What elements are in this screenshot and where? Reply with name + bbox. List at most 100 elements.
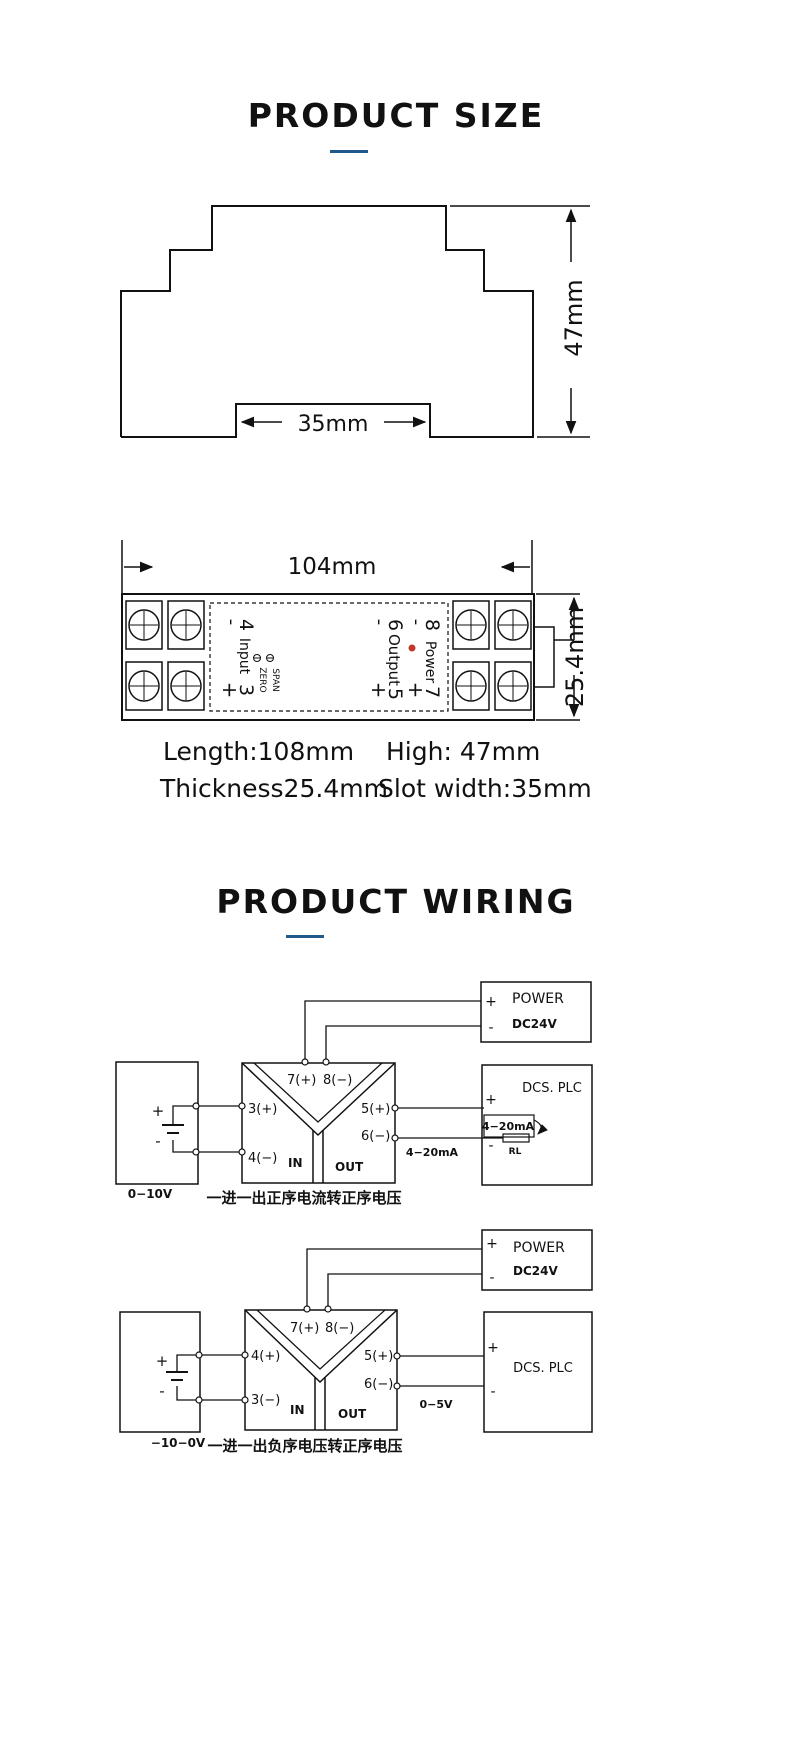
source-plus: +: [156, 1352, 169, 1370]
wiring-diagram-2: + - POWER DC24V 7(+) 8(−) 4(+) 3(−) 5(+)…: [119, 1229, 593, 1455]
pin-8-label: 8(−): [323, 1073, 352, 1088]
terminal-screw: [452, 600, 490, 650]
power-minus-sign: -: [406, 619, 427, 626]
height-dimension: [450, 205, 590, 438]
spec-high: High: 47mm: [386, 737, 541, 766]
load-resistor-icon: [502, 1133, 530, 1143]
power-pin-8: 8: [421, 619, 443, 631]
pin-in-pos-label: 3(+): [248, 1102, 277, 1117]
source-minus: -: [155, 1132, 160, 1150]
zero-label: ZERO: [257, 667, 267, 692]
power-plus-terminal: +: [485, 994, 497, 1010]
terminal-screw: [167, 661, 205, 711]
length-dimension-label: 104mm: [288, 554, 377, 580]
product-size-title: PRODUCT SIZE: [247, 96, 545, 135]
power-label: Power: [422, 641, 438, 684]
spec-thickness: Thickness25.4mm: [160, 774, 388, 803]
title-underline: [330, 150, 368, 153]
thickness-dimension: [536, 593, 580, 721]
out-label: OUT: [338, 1407, 367, 1421]
module-block: [241, 1062, 396, 1184]
title-underline: [286, 935, 324, 938]
power-supply-box: [480, 981, 592, 1043]
voltage-source-box: [119, 1311, 201, 1433]
power-minus-terminal: -: [488, 1020, 493, 1036]
thickness-dimension-label: 25.4mm: [561, 607, 589, 707]
input-minus-sign: -: [221, 619, 242, 626]
pin-8-label: 8(−): [325, 1321, 354, 1336]
pin-6-label: 6(−): [361, 1129, 390, 1144]
pin-5-label: 5(+): [364, 1349, 393, 1364]
power-pin-7: 7: [421, 686, 443, 698]
power-plus-sign: +: [404, 682, 428, 699]
length-dimension: [121, 540, 533, 595]
terminal-screw: [125, 600, 163, 650]
pin-in-pos-label: 4(+): [251, 1349, 280, 1364]
dcs-plc-box: [481, 1064, 593, 1186]
height-dimension-label: 47mm: [560, 279, 588, 356]
slot-dimension-label: 35mm: [298, 412, 369, 437]
pin-7-label: 7(+): [287, 1073, 316, 1088]
power-minus-terminal: -: [489, 1270, 494, 1286]
power-title: POWER: [512, 991, 564, 1007]
span-potentiometer-icon[interactable]: [266, 654, 274, 662]
input-pin-3: 3: [235, 684, 257, 696]
source-minus: -: [159, 1382, 164, 1400]
power-voltage: DC24V: [513, 1264, 558, 1278]
power-led-icon: [408, 644, 416, 652]
wiring-caption-2: 一进一出负序电压转正序电压: [207, 1437, 402, 1455]
input-plus-sign: +: [218, 682, 242, 699]
in-label: IN: [290, 1403, 305, 1417]
dcs-plus-terminal: +: [485, 1092, 497, 1108]
terminal-blocks: [125, 600, 532, 711]
input-label: Input: [236, 638, 252, 675]
module-front-view: [121, 593, 555, 721]
terminal-screw: [494, 661, 532, 711]
pin-7-label: 7(+): [290, 1321, 319, 1336]
output-pin-6: 6: [384, 619, 406, 631]
dcs-minus-terminal: -: [488, 1138, 493, 1154]
pin-in-neg-label: 4(−): [248, 1151, 277, 1166]
spec-length: Length:108mm: [163, 737, 355, 766]
side-profile-drawing: [120, 205, 534, 438]
out-label: OUT: [335, 1160, 364, 1174]
power-title: POWER: [513, 1240, 565, 1256]
wiring-caption-1: 一进一出正序电流转正序电压: [206, 1189, 401, 1207]
terminal-screw: [167, 600, 205, 650]
zero-potentiometer-icon[interactable]: [253, 654, 261, 662]
source-plus: +: [152, 1102, 165, 1120]
power-supply-box: [481, 1229, 593, 1291]
source-range: −10−0V: [151, 1436, 206, 1450]
output-label: Output: [385, 634, 403, 686]
source-range: 0−10V: [128, 1187, 173, 1201]
pin-in-neg-label: 3(−): [251, 1393, 280, 1408]
spec-slot-width: Slot width:35mm: [378, 774, 592, 803]
dcs-plc-label: DCS. PLC: [522, 1081, 582, 1096]
terminal-screw: [494, 600, 532, 650]
span-label: SPAN: [270, 668, 280, 691]
rl-label: RL: [509, 1147, 522, 1157]
terminal-screw: [125, 661, 163, 711]
output-signal-label: 4−20mA: [406, 1146, 459, 1159]
input-pin-4: 4: [235, 619, 257, 631]
pin-6-label: 6(−): [364, 1377, 393, 1392]
dcs-plus-terminal: +: [487, 1340, 499, 1356]
voltage-source-box: [115, 1061, 199, 1185]
product-wiring-title: PRODUCT WIRING: [216, 882, 576, 921]
module-block: [244, 1309, 398, 1431]
wiring-diagram-1: + - POWER DC24V 7(+) 8(−) 3(+) 4(−) 5(+)…: [115, 981, 593, 1207]
loop-current-label: 4−20mA: [482, 1120, 535, 1133]
output-plus-sign: +: [367, 682, 391, 699]
dcs-plc-box: [483, 1311, 593, 1433]
dcs-plc-label: DCS. PLC: [513, 1361, 573, 1376]
output-pin-5: 5: [384, 688, 406, 700]
power-voltage: DC24V: [512, 1017, 557, 1031]
dcs-minus-terminal: -: [490, 1384, 495, 1400]
terminal-screw: [452, 661, 490, 711]
output-signal-label: 0−5V: [419, 1398, 453, 1411]
power-plus-terminal: +: [486, 1236, 498, 1252]
pin-5-label: 5(+): [361, 1102, 390, 1117]
in-label: IN: [288, 1156, 303, 1170]
output-minus-sign: -: [369, 619, 390, 626]
